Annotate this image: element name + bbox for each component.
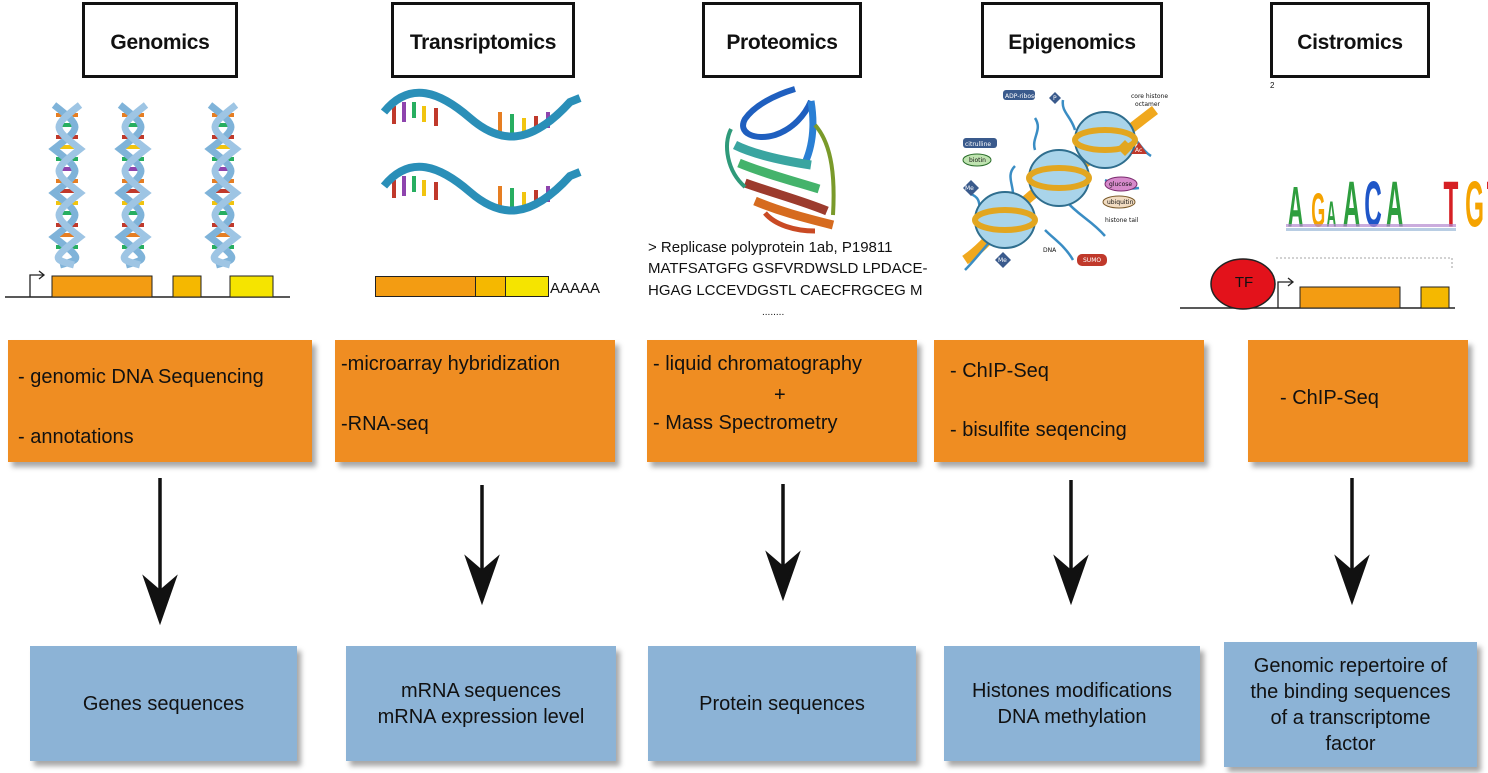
protein-sequence-line1: MATFSATGFG GSFVRDWSLD LPDACE- [648, 260, 928, 277]
acetyl-label: Ac [1135, 147, 1142, 154]
core-histone-label: core histone [1131, 93, 1168, 100]
result-box-cistromics: Genomic repertoire of the binding sequen… [1224, 642, 1477, 767]
result-cistromics-1: Genomic repertoire of [1253, 654, 1448, 677]
sumo-label: SUMO [1083, 257, 1101, 264]
method-proteomics-2: + [774, 384, 786, 406]
polya-tail-label: AAAAA [550, 280, 601, 297]
sequence-logo: 2 A G A A C A T G T T C T [1270, 81, 1488, 241]
tf-label: TF [1234, 274, 1254, 291]
logo-letter-t2: T [1487, 169, 1488, 241]
ubiquitin-label: ubiquitin [1107, 199, 1134, 206]
protein-sequence-ellipsis: ........ [762, 307, 785, 318]
title-epigenomics: Epigenomics [981, 2, 1163, 78]
result-cistromics-4: factor [1325, 732, 1376, 755]
protein-sequence-line2: HGAG LCCEVDGSTL CAECFRGCEG M [648, 282, 923, 299]
logo-letter-a2: A [1327, 193, 1337, 234]
method-epigenomics-1: - ChIP-Seq [950, 360, 1049, 382]
logo-letter-t1: T [1444, 169, 1459, 241]
transcript-bar [375, 276, 549, 297]
method-epigenomics-2: - bisulfite seqencing [950, 419, 1127, 441]
method-box-epigenomics: - ChIP-Seq - bisulfite seqencing [934, 340, 1204, 462]
logo-letter-a4: A [1386, 169, 1404, 241]
result-transcriptomics-2: mRNA expression level [377, 705, 585, 728]
result-epigenomics-1: Histones modifications [971, 679, 1173, 702]
octamer-label: octamer [1135, 101, 1161, 108]
result-genomics-1: Genes sequences [82, 692, 245, 715]
nucleosome-illustration: core histone octamer ADP-ribose citrulli… [962, 90, 1168, 271]
result-transcriptomics-1: mRNA sequences [400, 679, 562, 702]
dna-label: DNA [1043, 247, 1057, 254]
method-transcriptomics-1: -microarray hybridization [341, 353, 560, 375]
rna-strands-illustration [380, 88, 582, 215]
cistromics-gene-track [1180, 257, 1455, 310]
histone-tail-label: histone tail [1105, 217, 1139, 224]
method-transcriptomics-2: -RNA-seq [341, 413, 429, 435]
biotin-label: biotin [969, 157, 986, 164]
method-genomics-1: - genomic DNA Sequencing [18, 366, 264, 388]
method-box-transcriptomics: -microarray hybridization -RNA-seq [335, 340, 615, 462]
title-cistromics: Cistromics [1270, 2, 1430, 78]
adp-ribose-label: ADP-ribose [1005, 93, 1038, 100]
genomics-gene-track [5, 270, 290, 298]
methyl-label-1: Me [965, 185, 974, 192]
logo-letter-a1: A [1288, 176, 1304, 240]
dna-helix-illustration [40, 95, 300, 275]
title-transcriptomics: Transriptomics [391, 2, 575, 78]
logo-letter-g: G [1311, 183, 1325, 237]
protein-structure-illustration [725, 86, 836, 234]
logo-axis-mark: 2 [1270, 81, 1275, 90]
method-box-proteomics: - liquid chromatography + - Mass Spectro… [647, 340, 917, 462]
phospho-label: P [1053, 95, 1057, 102]
logo-letter-a3: A [1343, 169, 1361, 241]
method-box-genomics: - genomic DNA Sequencing - annotations [8, 340, 312, 462]
method-cistromics-1: - ChIP-Seq [1280, 387, 1379, 409]
methyl-label-2: Me [998, 257, 1007, 264]
result-box-transcriptomics: mRNA sequences mRNA expression level [346, 646, 616, 761]
title-genomics: Genomics [82, 2, 238, 78]
title-proteomics: Proteomics [702, 2, 862, 78]
method-proteomics-3: - Mass Spectrometry [653, 412, 838, 434]
result-proteomics-1: Protein sequences [699, 692, 865, 715]
logo-letter-c1: C [1364, 169, 1382, 241]
method-proteomics-1: - liquid chromatography [653, 353, 862, 375]
result-box-genomics: Genes sequences [30, 646, 297, 761]
result-cistromics-3: of a transcriptome [1270, 706, 1431, 729]
logo-letter-g2: G [1465, 169, 1484, 241]
method-box-cistromics: - ChIP-Seq [1248, 340, 1468, 462]
result-box-epigenomics: Histones modifications DNA methylation [944, 646, 1200, 761]
citrulline-label: citrulline [965, 141, 991, 148]
result-box-proteomics: Protein sequences [648, 646, 916, 761]
glucose-label: glucose [1109, 181, 1132, 188]
result-cistromics-2: the binding sequences [1250, 680, 1451, 703]
method-genomics-2: - annotations [18, 426, 134, 448]
protein-sequence-header: > Replicase polyprotein 1ab, P19811 [648, 239, 893, 256]
result-epigenomics-2: DNA methylation [997, 705, 1147, 728]
